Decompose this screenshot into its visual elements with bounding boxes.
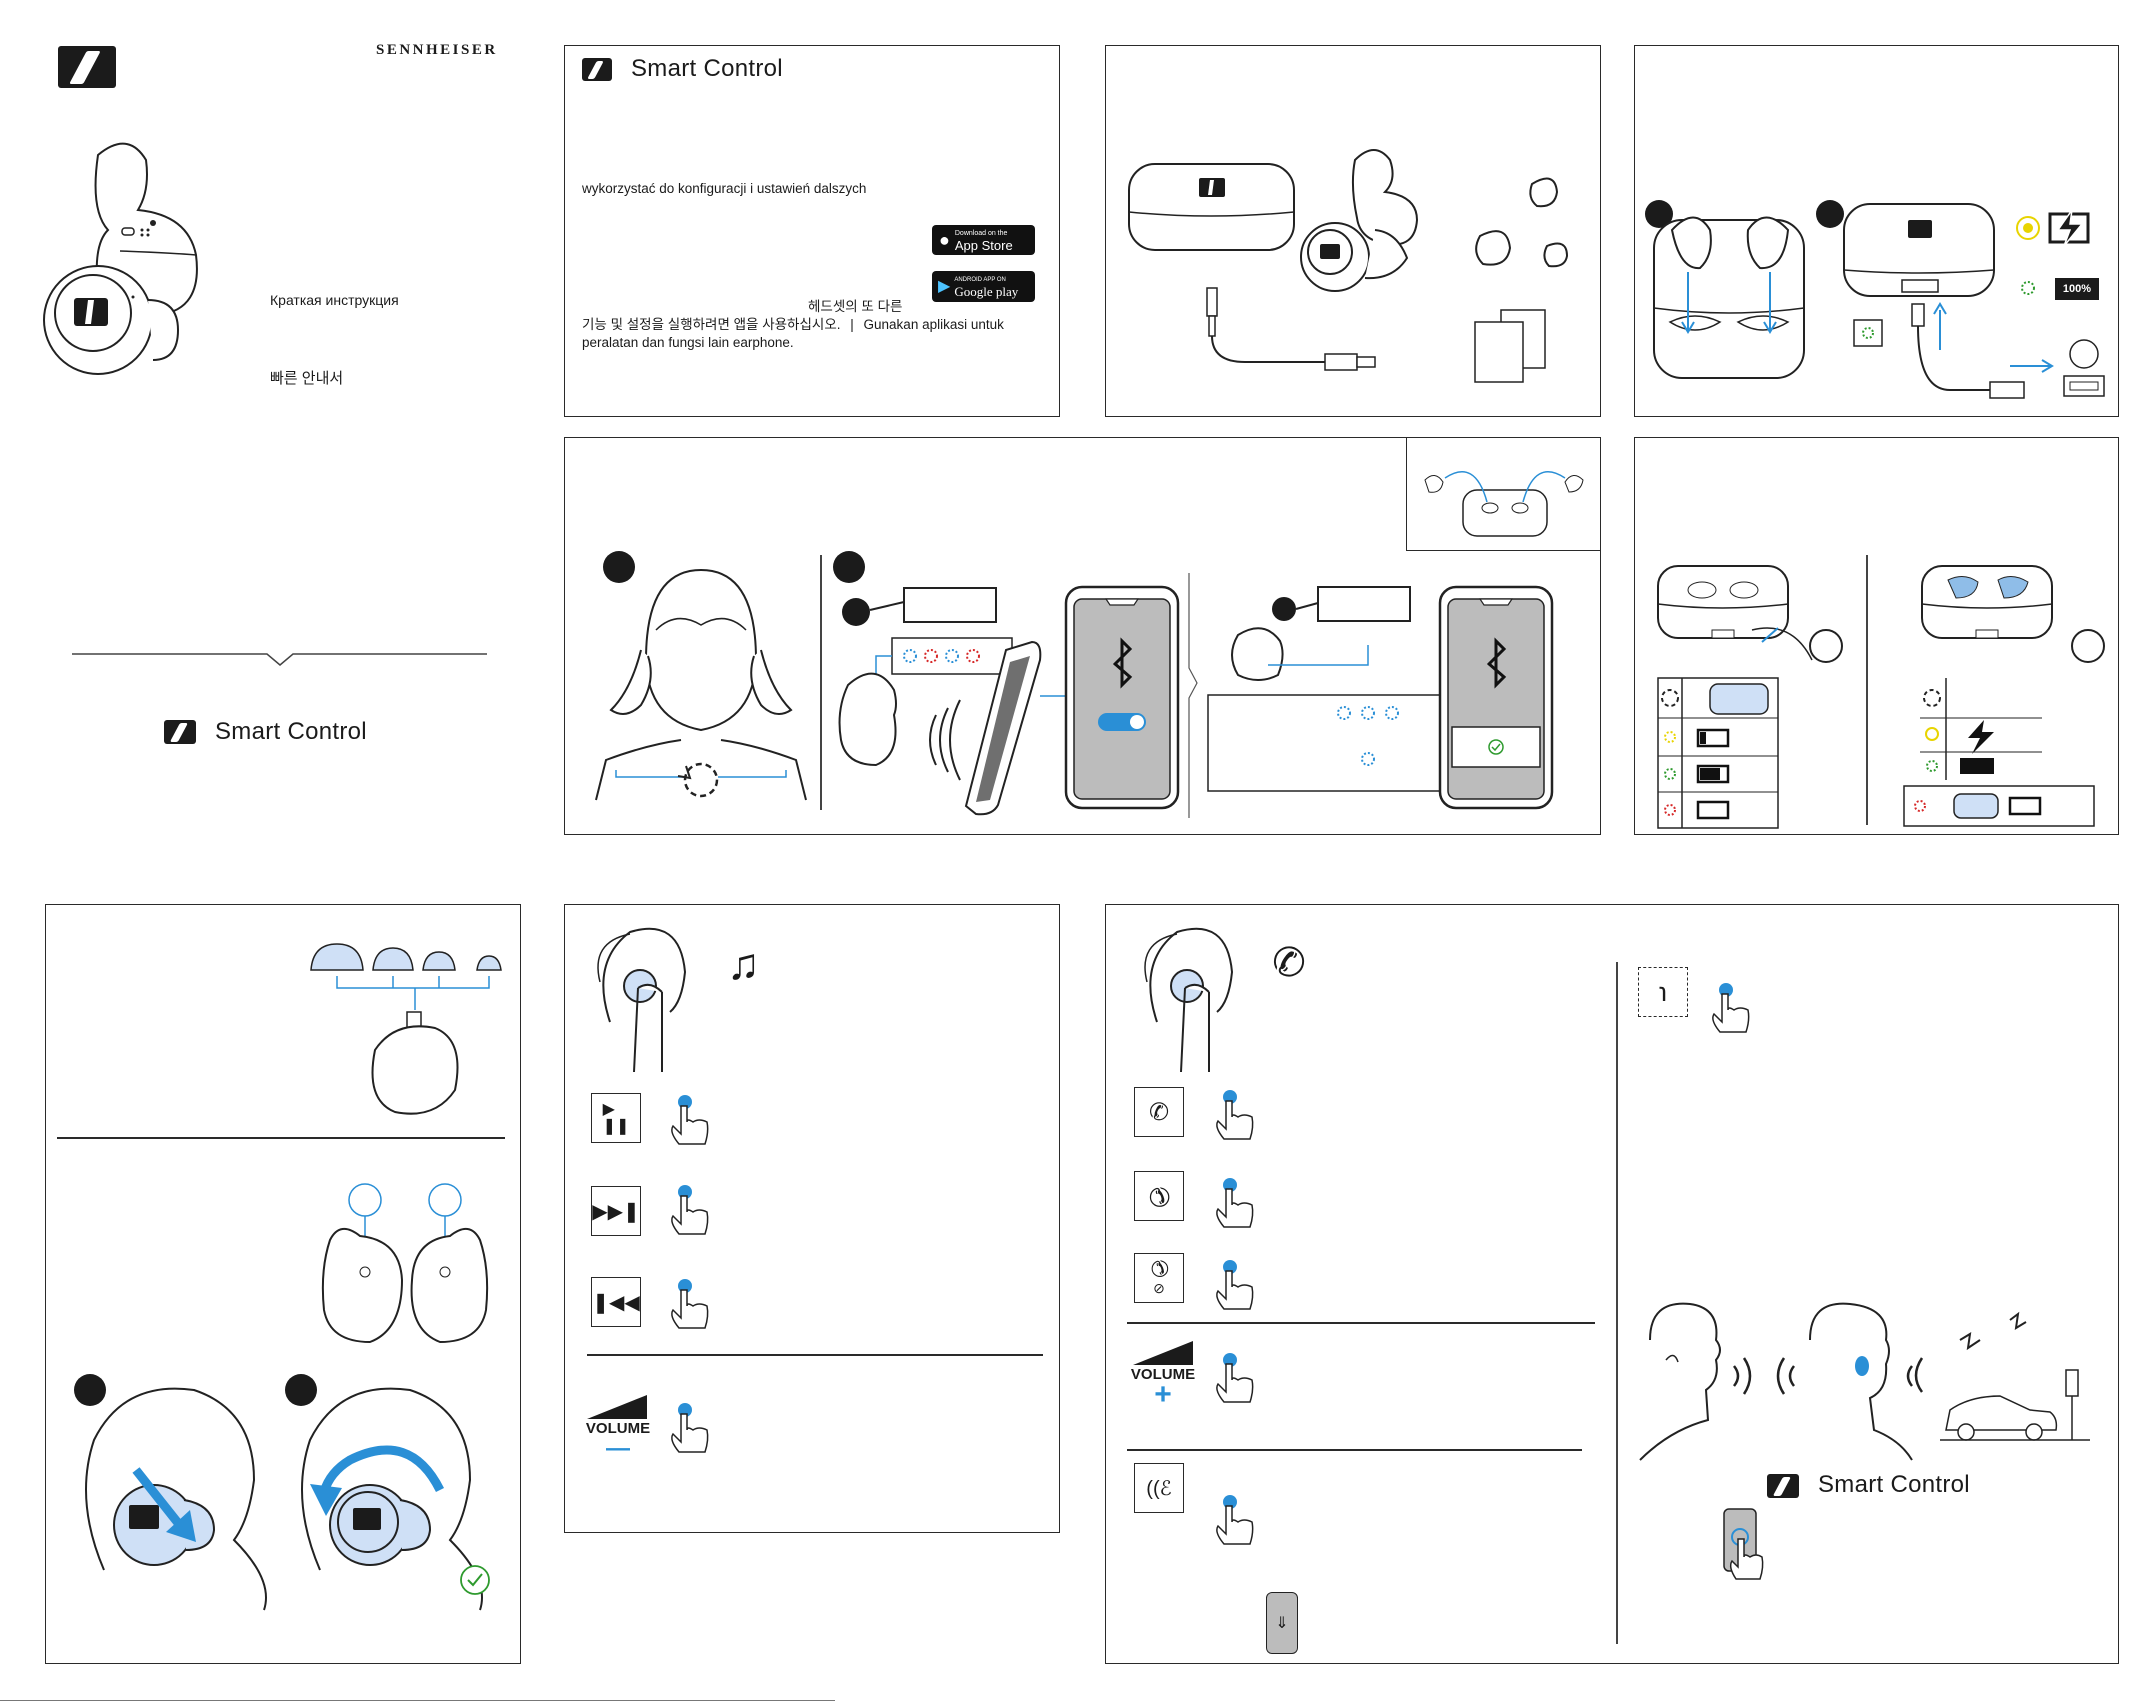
insert-earbud-illustration (85, 1387, 267, 1611)
reject-call-icon: ✆⊘ (1134, 1253, 1184, 1303)
volume-label-music: VOLUME (585, 1420, 651, 1437)
fitting-divider (57, 1137, 505, 1139)
pairing-step3-illustration (1207, 585, 1554, 810)
finger-tap-icon (1216, 1353, 1254, 1403)
finger-tap-icon (1216, 1495, 1254, 1545)
head-touch-illustration (595, 568, 807, 801)
call-controls-panel (1105, 904, 2119, 1664)
finger-tap-icon (671, 1095, 709, 1145)
volume-plus: + (1154, 1378, 1172, 1411)
music-note-icon: ♫ (727, 940, 760, 989)
contents-illustration (1128, 149, 1569, 383)
volume-wedge-icon (1133, 1341, 1193, 1365)
call-divider-2 (1127, 1449, 1582, 1451)
volume-minus: — (606, 1435, 630, 1462)
cover-app-name: Smart Control (215, 718, 367, 745)
battery-full-label: 100% (2055, 278, 2099, 300)
finger-tap-icon (1712, 983, 1750, 1033)
earbuds-illustration (43, 142, 198, 375)
finger-tap-icon (671, 1279, 709, 1329)
music-controls-panel (564, 904, 1060, 1533)
ear-touch-illustration (1144, 927, 1234, 1073)
apple-icon: ● (939, 230, 950, 250)
ear-tip-sizes-illustration (310, 943, 502, 1115)
voice-assistant-icon: ((ℰ (1134, 1463, 1184, 1513)
cover-divider (72, 653, 487, 666)
finger-tap-icon (1216, 1090, 1254, 1140)
bottom-rule (0, 1700, 835, 1701)
app-panel-title: Smart Control (631, 55, 783, 82)
sennheiser-logo-icon (58, 46, 116, 88)
sennheiser-logo-icon (164, 720, 196, 744)
call-divider-1 (1127, 1322, 1595, 1324)
brand-name: SENNHEISER (376, 42, 498, 58)
finger-tap-icon (1216, 1178, 1254, 1228)
finger-tap-icon (671, 1185, 709, 1235)
chevron-divider (1188, 573, 1198, 818)
hang-up-icon: ✆ (1134, 1171, 1184, 1221)
app-text-id-a: Gunakan aplikasi untuk (863, 317, 1004, 332)
pairing-inset-box (1406, 437, 1601, 551)
earbuds-sensor-illustration (321, 1183, 489, 1344)
app-text-line: 기능 및 설정을 실행하려면 앱을 사용하십시오. | Gunakan apli… (582, 316, 1042, 334)
next-track-icon: ▶▶❚ (591, 1186, 641, 1236)
finger-tap-icon (1216, 1260, 1254, 1310)
app-text-sep: | (850, 317, 854, 332)
phone-bluetooth-on (1064, 585, 1180, 810)
pairing-inset-illustration (1424, 471, 1584, 537)
app-text-ko-a: 헤드셋의 또 다른 (808, 299, 903, 314)
call-aware-divider (1616, 962, 1618, 1644)
pairing-step2-illustration (838, 587, 1068, 816)
rotate-earbud-illustration (301, 1387, 490, 1611)
step-2-marker (285, 1374, 317, 1406)
quick-guide-ru: Краткая инструкция (270, 292, 399, 308)
sennheiser-logo-icon (1767, 1474, 1799, 1498)
conversation-traffic-illustration (1639, 1302, 2090, 1461)
aware-app-name: Smart Control (1818, 1471, 1970, 1498)
finger-tap-icon (671, 1403, 709, 1453)
step-2-marker (1816, 200, 1844, 228)
app-text-id-b: peralatan dan fungsi lain earphone. (582, 335, 794, 350)
volume-wedge-icon (587, 1395, 647, 1419)
phone-tap-illustration (1723, 1508, 1764, 1580)
previous-track-icon: ❚◀◀ (591, 1277, 641, 1327)
volume-label-call: VOLUME (1130, 1366, 1196, 1383)
ear-touch-illustration (597, 927, 687, 1073)
play-pause-icon: ▶❚❚ (591, 1093, 641, 1143)
sennheiser-logo-icon (582, 58, 612, 81)
battery-status-illustration (1657, 565, 2105, 829)
play-triangle-icon: ▶ (938, 277, 951, 295)
app-text-ko-b: 기능 및 설정을 실행하려면 앱을 사용하십시오. (582, 317, 841, 332)
step-2-marker (833, 551, 865, 583)
pairing-divider (820, 555, 822, 810)
step-1-marker (603, 551, 635, 583)
app-download-icon: ⇓ (1266, 1592, 1298, 1654)
app-text-pl: wykorzystać do konfiguracji i ustawień d… (582, 181, 867, 196)
quick-guide-ko: 빠른 안내서 (270, 370, 344, 387)
accept-call-icon: ✆ (1134, 1087, 1184, 1137)
music-divider (587, 1354, 1043, 1356)
battery-divider (1866, 555, 1868, 825)
ear-aware-icon: ℩ (1638, 967, 1688, 1017)
step-1-marker (74, 1374, 106, 1406)
charging-illustration (1653, 203, 2105, 399)
